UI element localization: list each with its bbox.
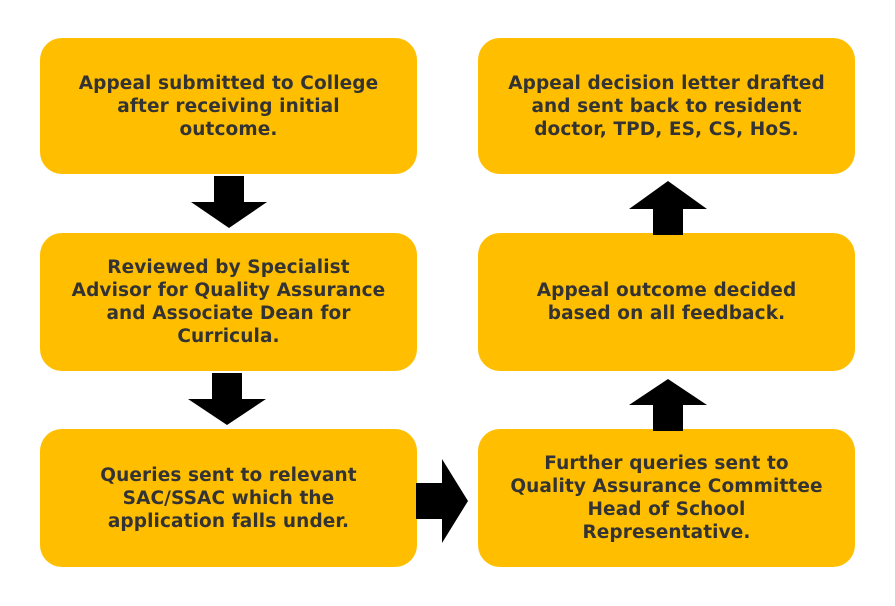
arrow-down-icon	[191, 176, 267, 228]
step-4-box: Further queries sent to Quality Assuranc…	[478, 429, 855, 567]
step-1-box: Appeal submitted to College after receiv…	[40, 38, 417, 174]
step-3-text: Queries sent to relevant SAC/SSAC which …	[100, 464, 357, 532]
step-4-text: Further queries sent to Quality Assuranc…	[510, 453, 823, 543]
arrow-up-icon	[629, 181, 707, 235]
step-3-box: Queries sent to relevant SAC/SSAC which …	[40, 429, 417, 567]
arrow-down-icon	[188, 373, 266, 425]
step-6-text: Appeal decision letter drafted and sent …	[508, 72, 825, 140]
step-1-text: Appeal submitted to College after receiv…	[78, 72, 379, 140]
arrow-right-icon	[416, 459, 468, 543]
step-5-text: Appeal outcome decided based on all feed…	[536, 280, 797, 324]
step-5-box: Appeal outcome decided based on all feed…	[478, 233, 855, 371]
step-2-text: Reviewed by Specialist Advisor for Quali…	[71, 257, 386, 347]
arrow-up-icon	[629, 379, 707, 431]
step-2-box: Reviewed by Specialist Advisor for Quali…	[40, 233, 417, 371]
step-6-box: Appeal decision letter drafted and sent …	[478, 38, 855, 174]
